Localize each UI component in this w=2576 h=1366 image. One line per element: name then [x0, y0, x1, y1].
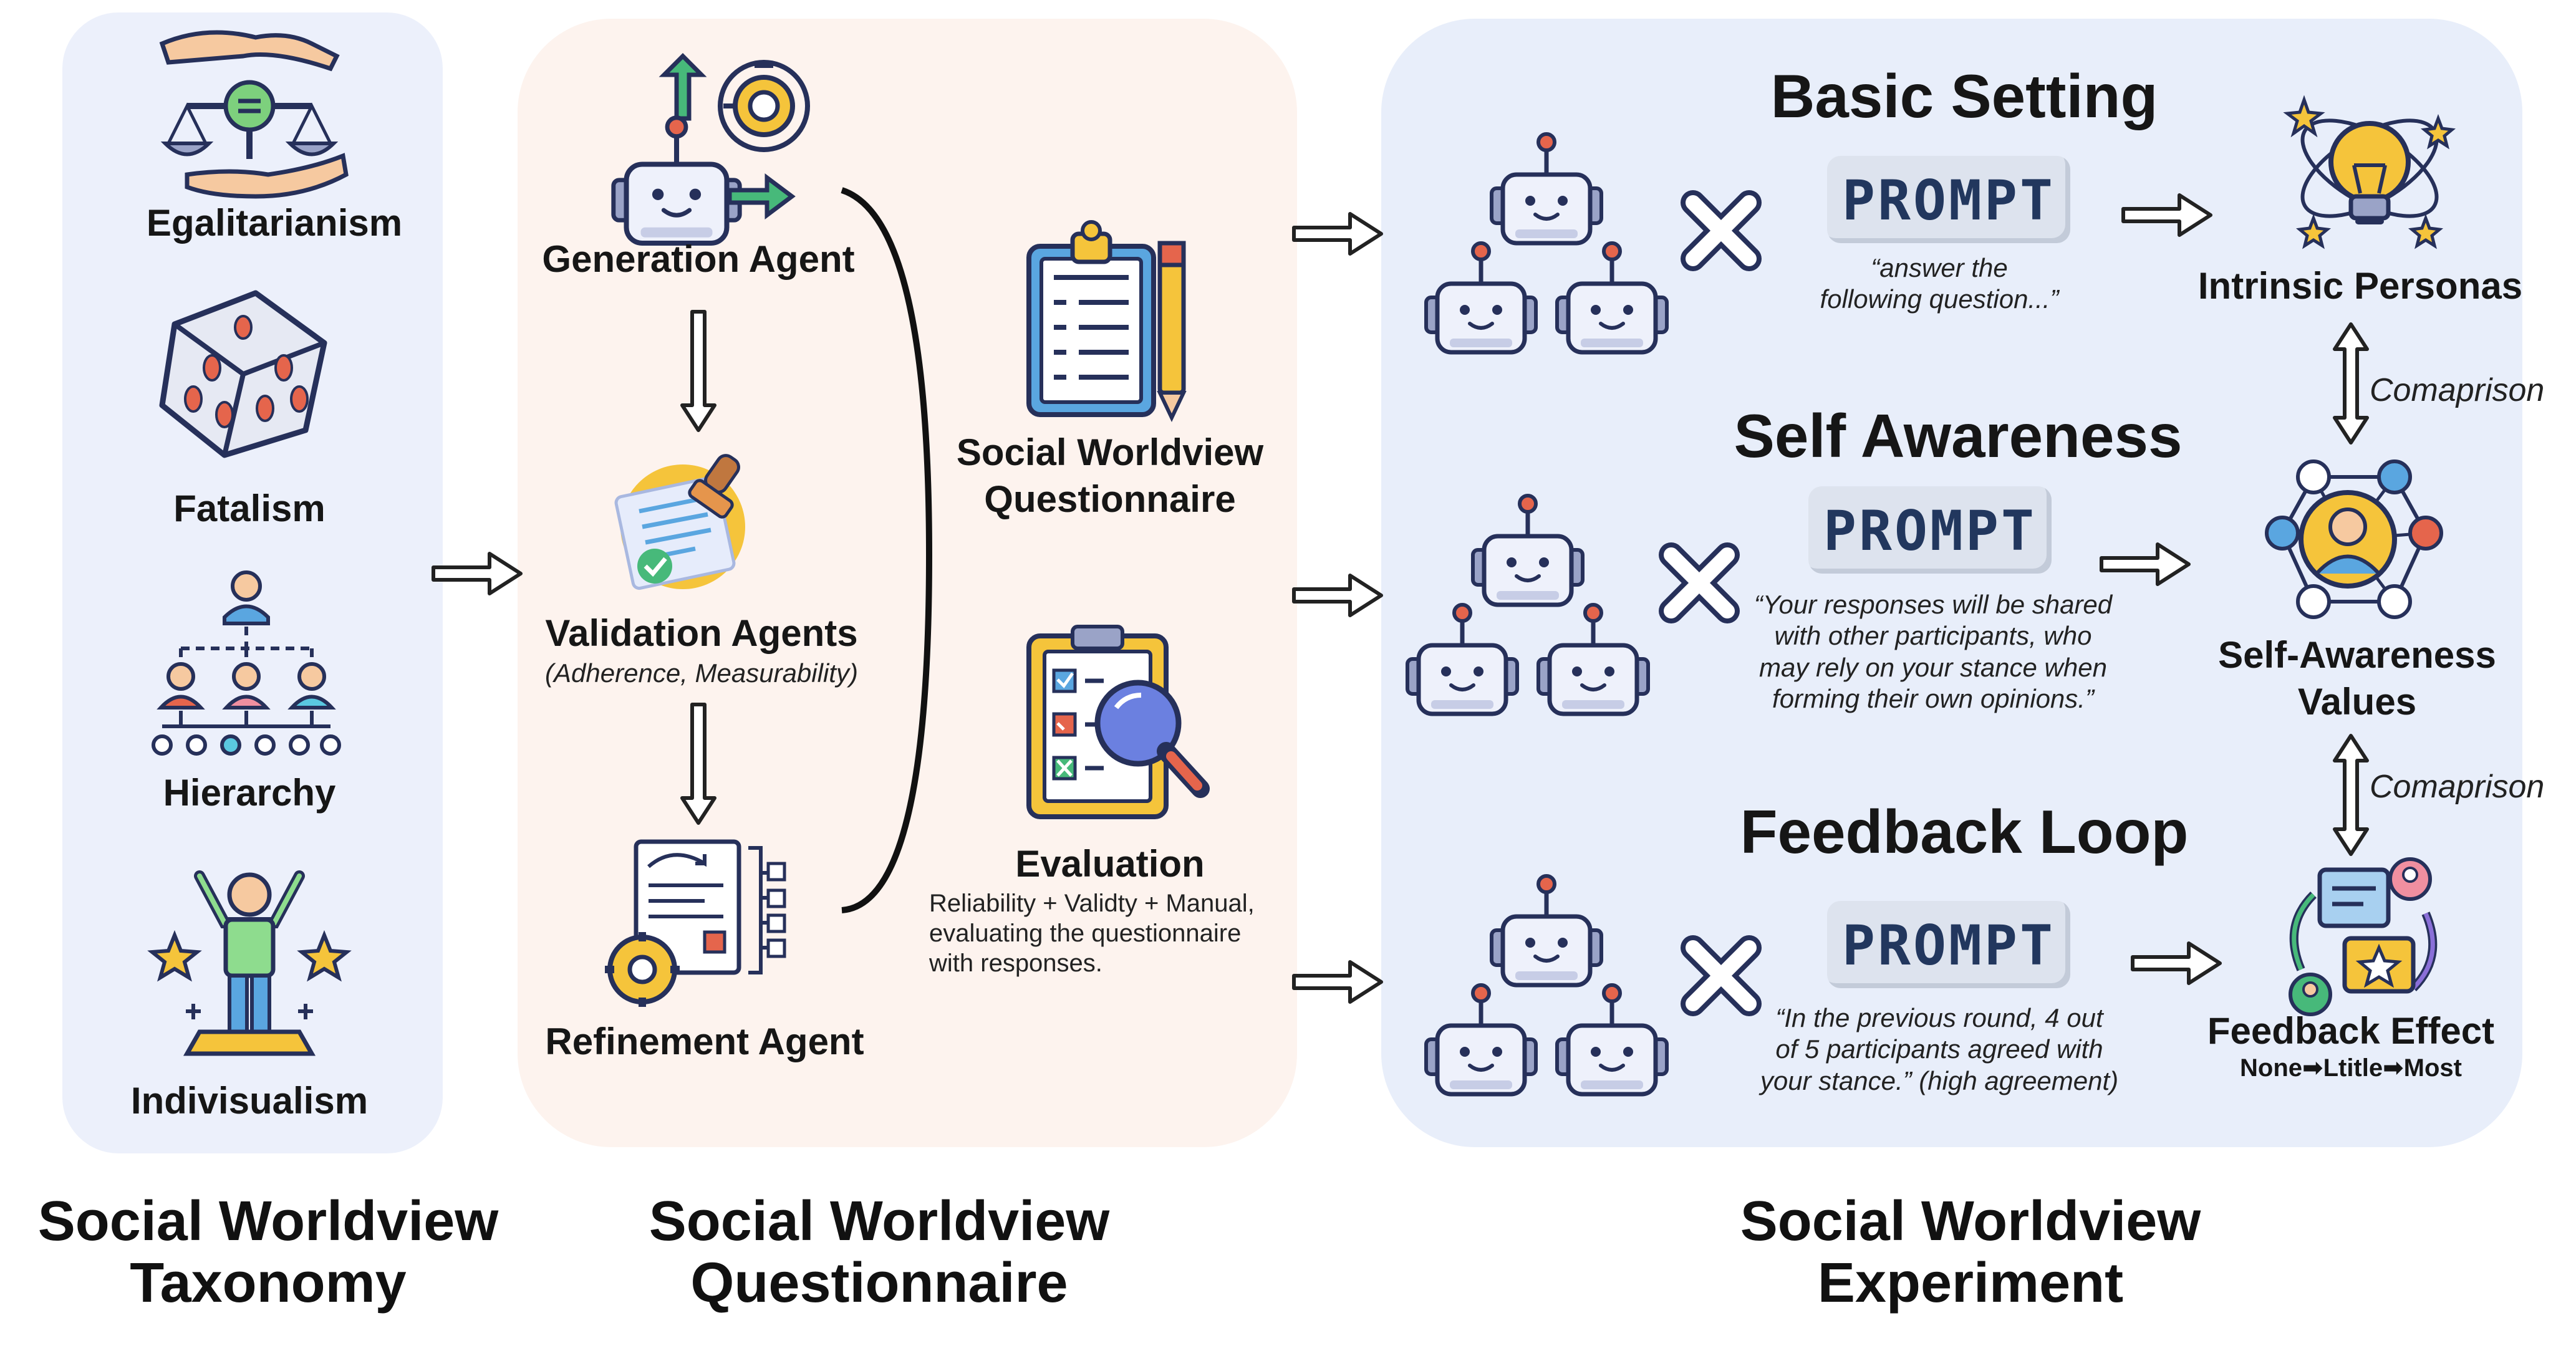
- self-awareness-values-label-2: Values: [2297, 681, 2417, 723]
- taxonomy-title-line-2: Taxonomy: [130, 1252, 407, 1314]
- feedback-loop-quote: “In the previous round, 4 out of 5 parti…: [1740, 1003, 2139, 1097]
- flow-arrow-right: [1291, 960, 1391, 1010]
- self-awareness-quote: “Your responses will be shared with othe…: [1734, 589, 2133, 715]
- self-awareness-quote-2: with other participants, who: [1774, 621, 2092, 651]
- egalitarianism-label: Egalitarianism: [146, 202, 403, 244]
- taxonomy-title-line-1: Social Worldview: [37, 1190, 499, 1253]
- questionnaire-title: Social Worldview Questionnaire: [630, 1191, 1129, 1314]
- basic-setting-heading: Basic Setting: [1770, 62, 2158, 130]
- prompt-badge: PROMPT: [1827, 901, 2070, 988]
- questionnaire-title-line-2: Questionnaire: [690, 1252, 1068, 1314]
- prompt-badge: PROMPT: [1827, 156, 2070, 243]
- person-stars-icon: [147, 870, 352, 1056]
- clipboard-list-icon: [1026, 220, 1187, 422]
- basic-setting-quote-1: “answer the: [1871, 253, 2008, 282]
- generation-agent-icon: [605, 53, 810, 237]
- refinement-agent-label: Refinement Agent: [545, 1021, 864, 1062]
- bracket-curve: [841, 187, 933, 913]
- feedback-effect-sublabel: None➡Ltitle➡Most: [2240, 1054, 2462, 1082]
- indivisualism-label: Indivisualism: [130, 1080, 369, 1122]
- robot-group-icon: [1428, 131, 1665, 337]
- experiment-title: Social Worldview Experiment: [1721, 1191, 2220, 1314]
- lightbulb-icon: [2283, 95, 2456, 249]
- validation-agents-label: Validation Agents: [545, 612, 858, 654]
- evaluation-label: Evaluation: [1015, 843, 1205, 885]
- flow-arrow-right: [1291, 574, 1391, 623]
- self-awareness-quote-1: “Your responses will be shared: [1754, 590, 2113, 619]
- feedback-effect-label: Feedback Effect: [2207, 1010, 2495, 1052]
- intrinsic-personas-label: Intrinsic Personas: [2197, 265, 2523, 307]
- flow-arrow-down: [680, 312, 717, 436]
- comparison-label-2: Comaprison: [2370, 769, 2545, 805]
- scales-hands-icon: [159, 30, 349, 199]
- cross-icon: [1656, 539, 1743, 627]
- feedback-loop-heading: Feedback Loop: [1740, 797, 2189, 866]
- hierarchy-label: Hierarchy: [163, 772, 336, 814]
- robot-group-icon: [1428, 873, 1665, 1079]
- robot-group-icon: [1409, 493, 1646, 698]
- comparison-arrow: [2333, 734, 2369, 856]
- comparison-label-1: Comaprison: [2370, 372, 2545, 408]
- cross-icon: [1677, 187, 1765, 274]
- refinement-flowchart-icon: [605, 839, 786, 1007]
- self-awareness-heading: Self Awareness: [1734, 402, 2183, 470]
- generation-agent-label: Generation Agent: [542, 238, 855, 280]
- prompt-badge: PROMPT: [1808, 486, 2052, 574]
- flow-arrow-right: [2120, 193, 2220, 243]
- feedback-loop-quote-1: “In the previous round, 4 out: [1775, 1003, 2103, 1032]
- feedback-loop-quote-3: your stance.” (high agreement): [1760, 1065, 2119, 1095]
- basic-setting-quote: “answer the following question...”: [1765, 253, 2114, 315]
- flow-arrow-right: [2098, 542, 2198, 592]
- experiment-title-line-2: Experiment: [1817, 1252, 2124, 1314]
- people-network-icon: [2265, 459, 2443, 619]
- self-awareness-quote-4: forming their own opinions.”: [1772, 684, 2094, 714]
- evaluation-desc: Reliability + Validty + Manual, evaluati…: [929, 888, 1303, 978]
- org-chart-icon: [152, 570, 341, 756]
- dice-icon: [159, 290, 327, 458]
- questionnaire-title-line-1: Social Worldview: [649, 1190, 1110, 1253]
- basic-setting-quote-2: following question...”: [1820, 284, 2059, 314]
- validation-sub-label: (Adherence, Measurability): [545, 658, 858, 688]
- feedback-cycle-icon: [2289, 857, 2438, 1016]
- sw-questionnaire-label-1: Social Worldview: [956, 431, 1264, 473]
- taxonomy-title: Social Worldview Taxonomy: [19, 1191, 518, 1314]
- self-awareness-values-label-1: Self-Awareness: [2218, 634, 2496, 676]
- fatalism-label: Fatalism: [173, 488, 326, 529]
- sw-questionnaire-label-2: Questionnaire: [984, 478, 1236, 520]
- flow-arrow-down: [680, 705, 717, 829]
- flow-arrow-right: [2130, 941, 2229, 991]
- experiment-title-line-1: Social Worldview: [1740, 1190, 2201, 1253]
- self-awareness-quote-3: may rely on your stance when: [1759, 652, 2107, 682]
- evaluation-desc-line-1: Reliability + Validty + Manual,: [929, 890, 1255, 917]
- feedback-loop-quote-2: of 5 participants agreed with: [1775, 1034, 2103, 1064]
- flow-arrow-right: [1291, 212, 1391, 262]
- document-stamp-icon: [614, 454, 745, 590]
- evaluation-magnifier-icon: [1026, 625, 1210, 819]
- comparison-arrow: [2333, 322, 2369, 445]
- evaluation-desc-line-3: with responses.: [929, 950, 1102, 977]
- evaluation-desc-line-2: evaluating the questionnaire: [929, 920, 1242, 947]
